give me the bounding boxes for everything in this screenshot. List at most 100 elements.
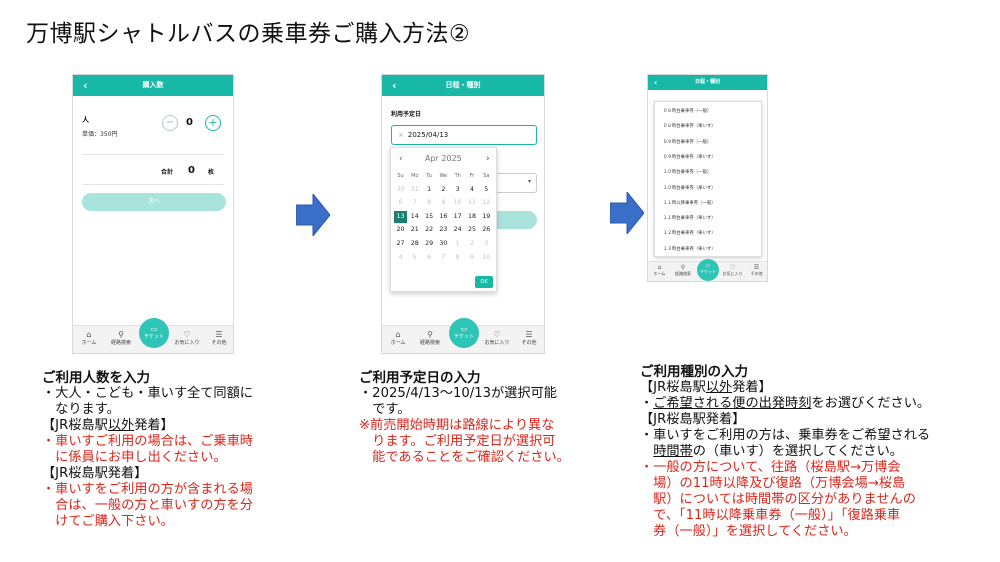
type-option[interactable]: １３時台乗車券（車いす） — [663, 246, 716, 252]
type-option[interactable]: １１時台乗車券（車いす） — [663, 216, 716, 222]
back-arrow-icon[interactable]: ‹ — [83, 79, 88, 92]
calendar-weekday: Th — [454, 173, 461, 179]
calendar-day[interactable]: 15 — [425, 212, 434, 220]
tab-other[interactable]: ☰その他 — [746, 264, 767, 277]
type-option[interactable]: ０８時台乗車券（車いす） — [663, 124, 716, 130]
note-line: ・車いすをご利用の方は、乗車券をご希望される — [640, 428, 931, 443]
calendar-day[interactable]: 7 — [412, 199, 417, 207]
calendar-day[interactable]: 6 — [398, 199, 403, 207]
note-line: 券（一般）」を選択してください。 — [640, 524, 857, 539]
heart-icon: ♡ — [493, 330, 501, 339]
note-line: けてご購入下さい。 — [42, 514, 174, 529]
calendar-day[interactable]: 8 — [427, 199, 432, 207]
calendar-day[interactable]: 2 — [441, 185, 446, 193]
note-line: ・一般の方について、往路（桜島駅→万博会 — [640, 460, 901, 475]
calendar-day[interactable]: 1 — [427, 185, 432, 193]
calendar-day[interactable]: 30 — [396, 185, 405, 193]
slide-title: 万博駅シャトルバスの乗車券ご購入方法② — [26, 21, 471, 47]
calendar-day[interactable]: 24 — [453, 226, 462, 234]
quantity-value: 0 — [186, 117, 193, 128]
tab-other[interactable]: ☰その他 — [205, 330, 233, 346]
type-option[interactable]: １０時台乗車券（車いす） — [663, 185, 716, 191]
tab-home[interactable]: ⌂ホーム — [649, 264, 670, 277]
plus-button[interactable]: + — [205, 115, 221, 131]
calendar-day[interactable]: 10 — [453, 199, 462, 207]
calendar-day[interactable]: 28 — [410, 240, 419, 247]
minus-button[interactable]: − — [162, 115, 178, 131]
calendar-day-selected[interactable]: 13 — [394, 210, 407, 223]
header-title: 購入数 — [142, 81, 164, 89]
tab-ticket[interactable]: ▭チケット — [697, 259, 719, 281]
clear-icon[interactable]: × — [398, 131, 404, 139]
type-option[interactable]: １０時台乗車券（一般） — [663, 170, 712, 176]
note-emph: ご希望される便の出発時刻 — [653, 396, 812, 411]
calendar-day[interactable]: 5 — [484, 185, 489, 193]
note-line: です。 — [359, 402, 411, 417]
note-line: 合は、一般の方と車いすの方を分 — [42, 498, 253, 513]
calendar-day[interactable]: 16 — [439, 212, 448, 220]
tab-route-search[interactable]: ⚲経路検索 — [671, 264, 695, 277]
total-label: 合計 — [161, 169, 174, 176]
type-option[interactable]: ０８時台乗車券（一般） — [663, 109, 712, 114]
calendar-day[interactable]: 5 — [412, 253, 417, 261]
calendar-day[interactable]: 30 — [439, 240, 448, 247]
note-line: 能であることをご確認ください。 — [359, 450, 570, 465]
calendar-day[interactable]: 21 — [410, 226, 419, 234]
calendar-day[interactable]: 4 — [469, 185, 474, 193]
calendar-day[interactable]: 29 — [425, 240, 434, 247]
calendar-day[interactable]: 23 — [439, 226, 448, 234]
calendar-day[interactable]: 4 — [398, 253, 403, 261]
calendar-day[interactable]: 3 — [484, 240, 489, 247]
calendar-day[interactable]: 9 — [469, 253, 474, 261]
calendar-day[interactable]: 10 — [482, 253, 491, 261]
next-button[interactable]: 次へ — [82, 193, 226, 211]
tab-label: その他 — [521, 340, 537, 346]
tab-label: 経路検索 — [675, 271, 691, 276]
tab-favorites[interactable]: ♡お気に入り — [481, 330, 513, 346]
tab-ticket[interactable]: ▭チケット — [449, 318, 479, 348]
note-line: ※前売開始時期は路線により異な — [359, 418, 555, 433]
calendar-day[interactable]: 1 — [455, 240, 460, 247]
calendar-day[interactable]: 9 — [441, 199, 446, 207]
screen-header: ‹ 日程・種別 — [382, 75, 544, 96]
ok-button[interactable]: OK — [475, 276, 493, 288]
calendar-day[interactable]: 14 — [410, 212, 419, 220]
type-option[interactable]: ０９時台乗車券（車いす） — [663, 154, 716, 160]
tab-home[interactable]: ⌂ホーム — [75, 330, 103, 346]
tab-label: その他 — [750, 271, 763, 276]
calendar-day[interactable]: 19 — [482, 212, 491, 220]
type-option[interactable]: １１時以降乗車券（一般） — [663, 200, 716, 206]
type-option[interactable]: １２時台乗車券（車いす） — [663, 231, 716, 237]
calendar-day[interactable]: 22 — [425, 226, 434, 234]
calendar-day[interactable]: 17 — [453, 212, 462, 220]
calendar-day[interactable]: 6 — [427, 253, 432, 261]
tab-home[interactable]: ⌂ホーム — [384, 330, 412, 346]
calendar-weekday: We — [439, 173, 448, 179]
calendar-day[interactable]: 3 — [455, 185, 460, 193]
calendar-day[interactable]: 18 — [467, 212, 476, 220]
calendar-day[interactable]: 12 — [482, 199, 491, 207]
calendar-day[interactable]: 7 — [441, 253, 446, 261]
calendar-day[interactable]: 2 — [469, 240, 474, 247]
calendar-day[interactable]: 8 — [455, 253, 460, 261]
back-arrow-icon[interactable]: ‹ — [654, 78, 658, 87]
tab-other[interactable]: ☰その他 — [515, 330, 543, 346]
date-input[interactable]: ×2025/04/13 — [391, 125, 537, 145]
calendar-day[interactable]: 25 — [467, 226, 476, 234]
tab-route-search[interactable]: ⚲経路検索 — [105, 330, 137, 346]
calendar-day[interactable]: 26 — [482, 226, 491, 234]
calendar-day[interactable]: 31 — [410, 185, 419, 193]
type-option[interactable]: ０９時台乗車券（一般） — [663, 139, 712, 145]
prev-month-icon[interactable]: ‹ — [399, 154, 403, 164]
tab-route-search[interactable]: ⚲経路検索 — [414, 330, 446, 346]
total-unit: 枚 — [208, 169, 215, 176]
next-month-icon[interactable]: › — [486, 154, 490, 164]
tab-favorites[interactable]: ♡お気に入り — [720, 264, 745, 277]
tab-favorites[interactable]: ♡お気に入り — [171, 330, 203, 346]
calendar-day[interactable]: 27 — [396, 240, 405, 247]
calendar-day[interactable]: 20 — [396, 226, 405, 234]
back-arrow-icon[interactable]: ‹ — [392, 79, 397, 92]
calendar-day[interactable]: 11 — [467, 199, 476, 207]
tab-ticket[interactable]: ▭チケット — [139, 318, 169, 348]
